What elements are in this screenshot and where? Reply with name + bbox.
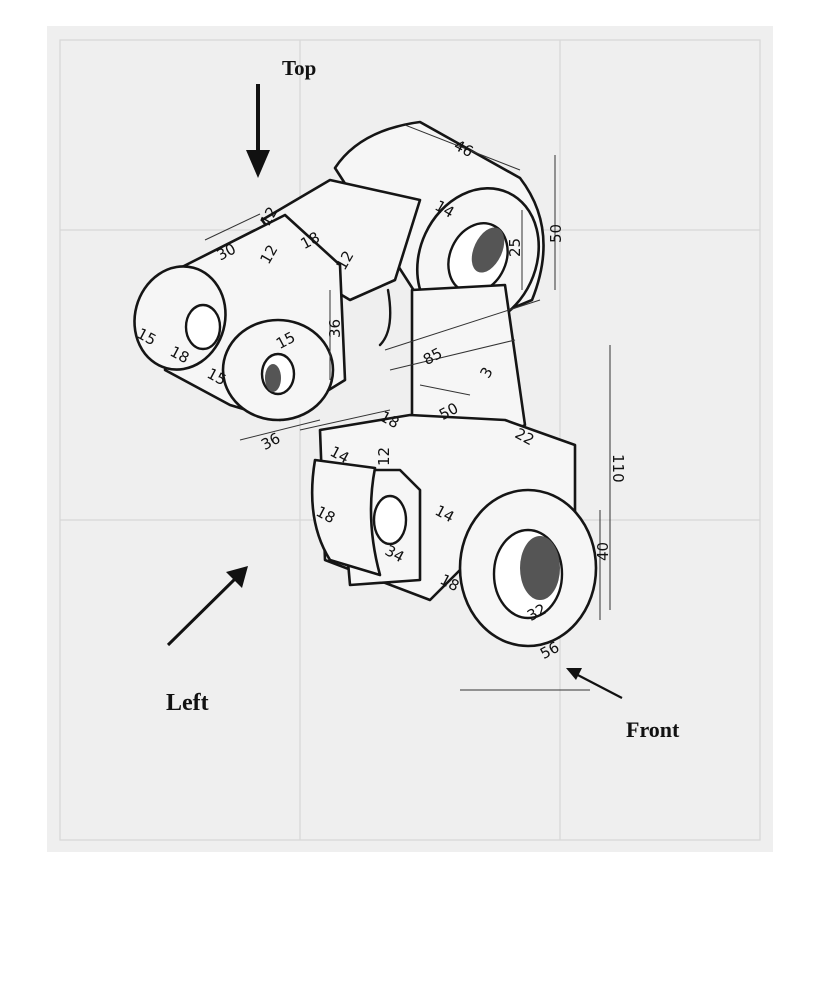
dim-40: 40	[594, 542, 612, 561]
left-fork	[133, 213, 347, 422]
front-view-arrow	[566, 668, 623, 699]
dim-36-vertical: 36	[326, 319, 344, 338]
dim-12-lower: 12	[375, 447, 393, 466]
left-view-label: Left	[166, 690, 209, 716]
top-view-label: Top	[282, 56, 317, 80]
front-view-label: Front	[626, 717, 680, 742]
lower-left-lug	[310, 458, 408, 577]
lower-boss	[458, 488, 598, 648]
dim-25: 25	[506, 238, 524, 257]
left-view-arrow	[166, 566, 248, 647]
background-ghost-lines	[59, 39, 761, 841]
top-view-arrow	[246, 84, 270, 178]
upper-boss	[333, 120, 545, 332]
dim-50-upper: 50	[547, 224, 565, 243]
dim-110: 110	[609, 454, 627, 483]
dimension-lines	[204, 124, 611, 691]
dim-36-base: 36	[258, 429, 283, 454]
